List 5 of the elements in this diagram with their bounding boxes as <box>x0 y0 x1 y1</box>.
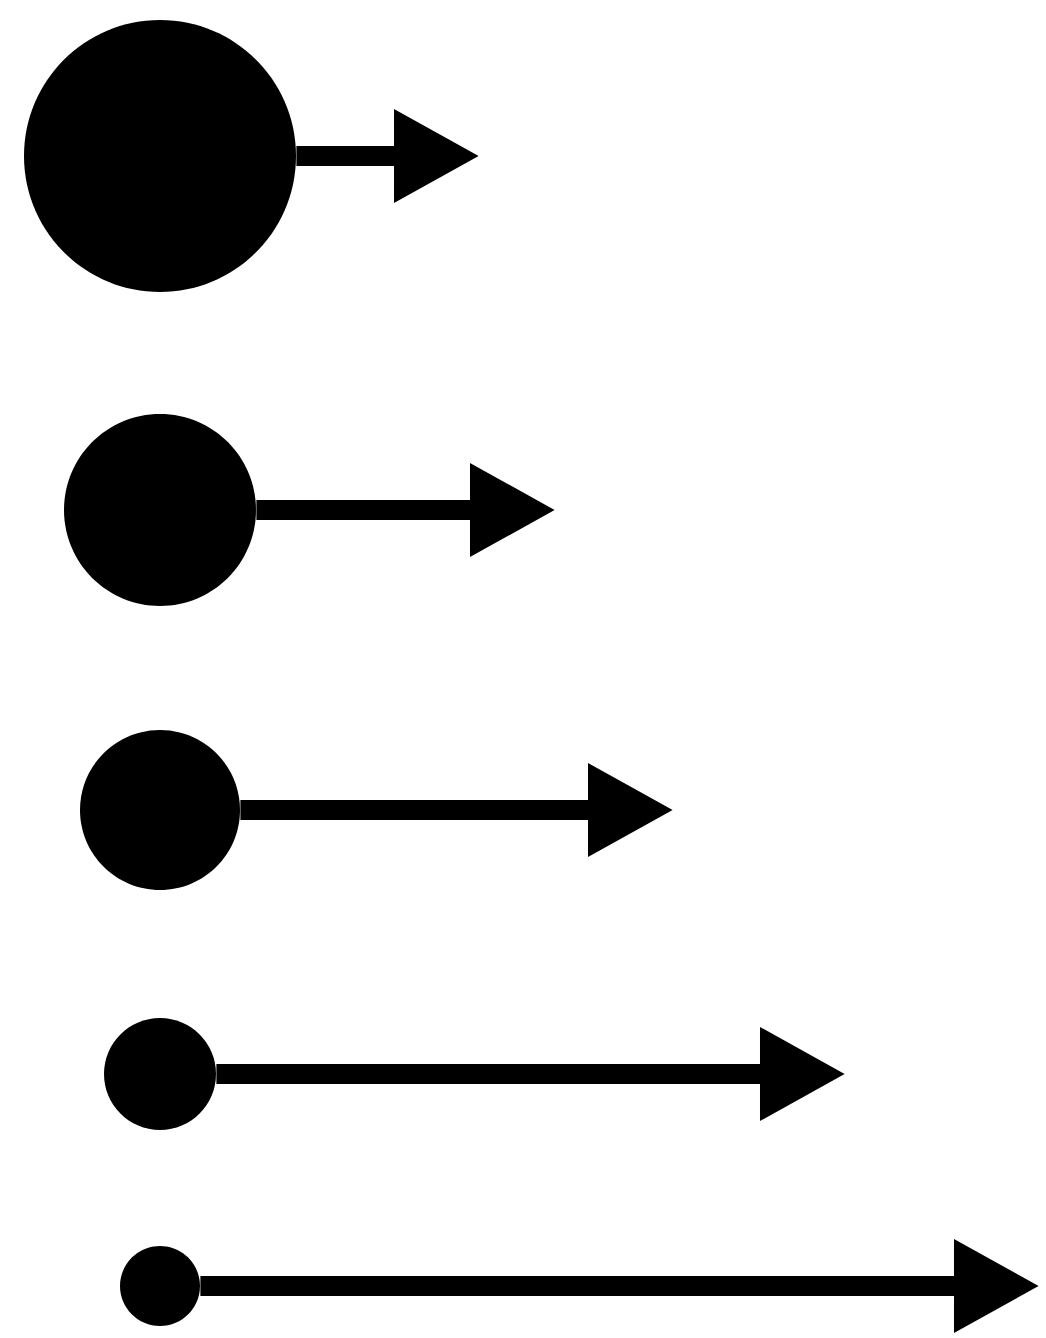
ball <box>80 730 240 890</box>
ball <box>64 414 256 606</box>
ball <box>24 20 296 292</box>
ball <box>120 1246 200 1326</box>
ball <box>104 1018 216 1130</box>
